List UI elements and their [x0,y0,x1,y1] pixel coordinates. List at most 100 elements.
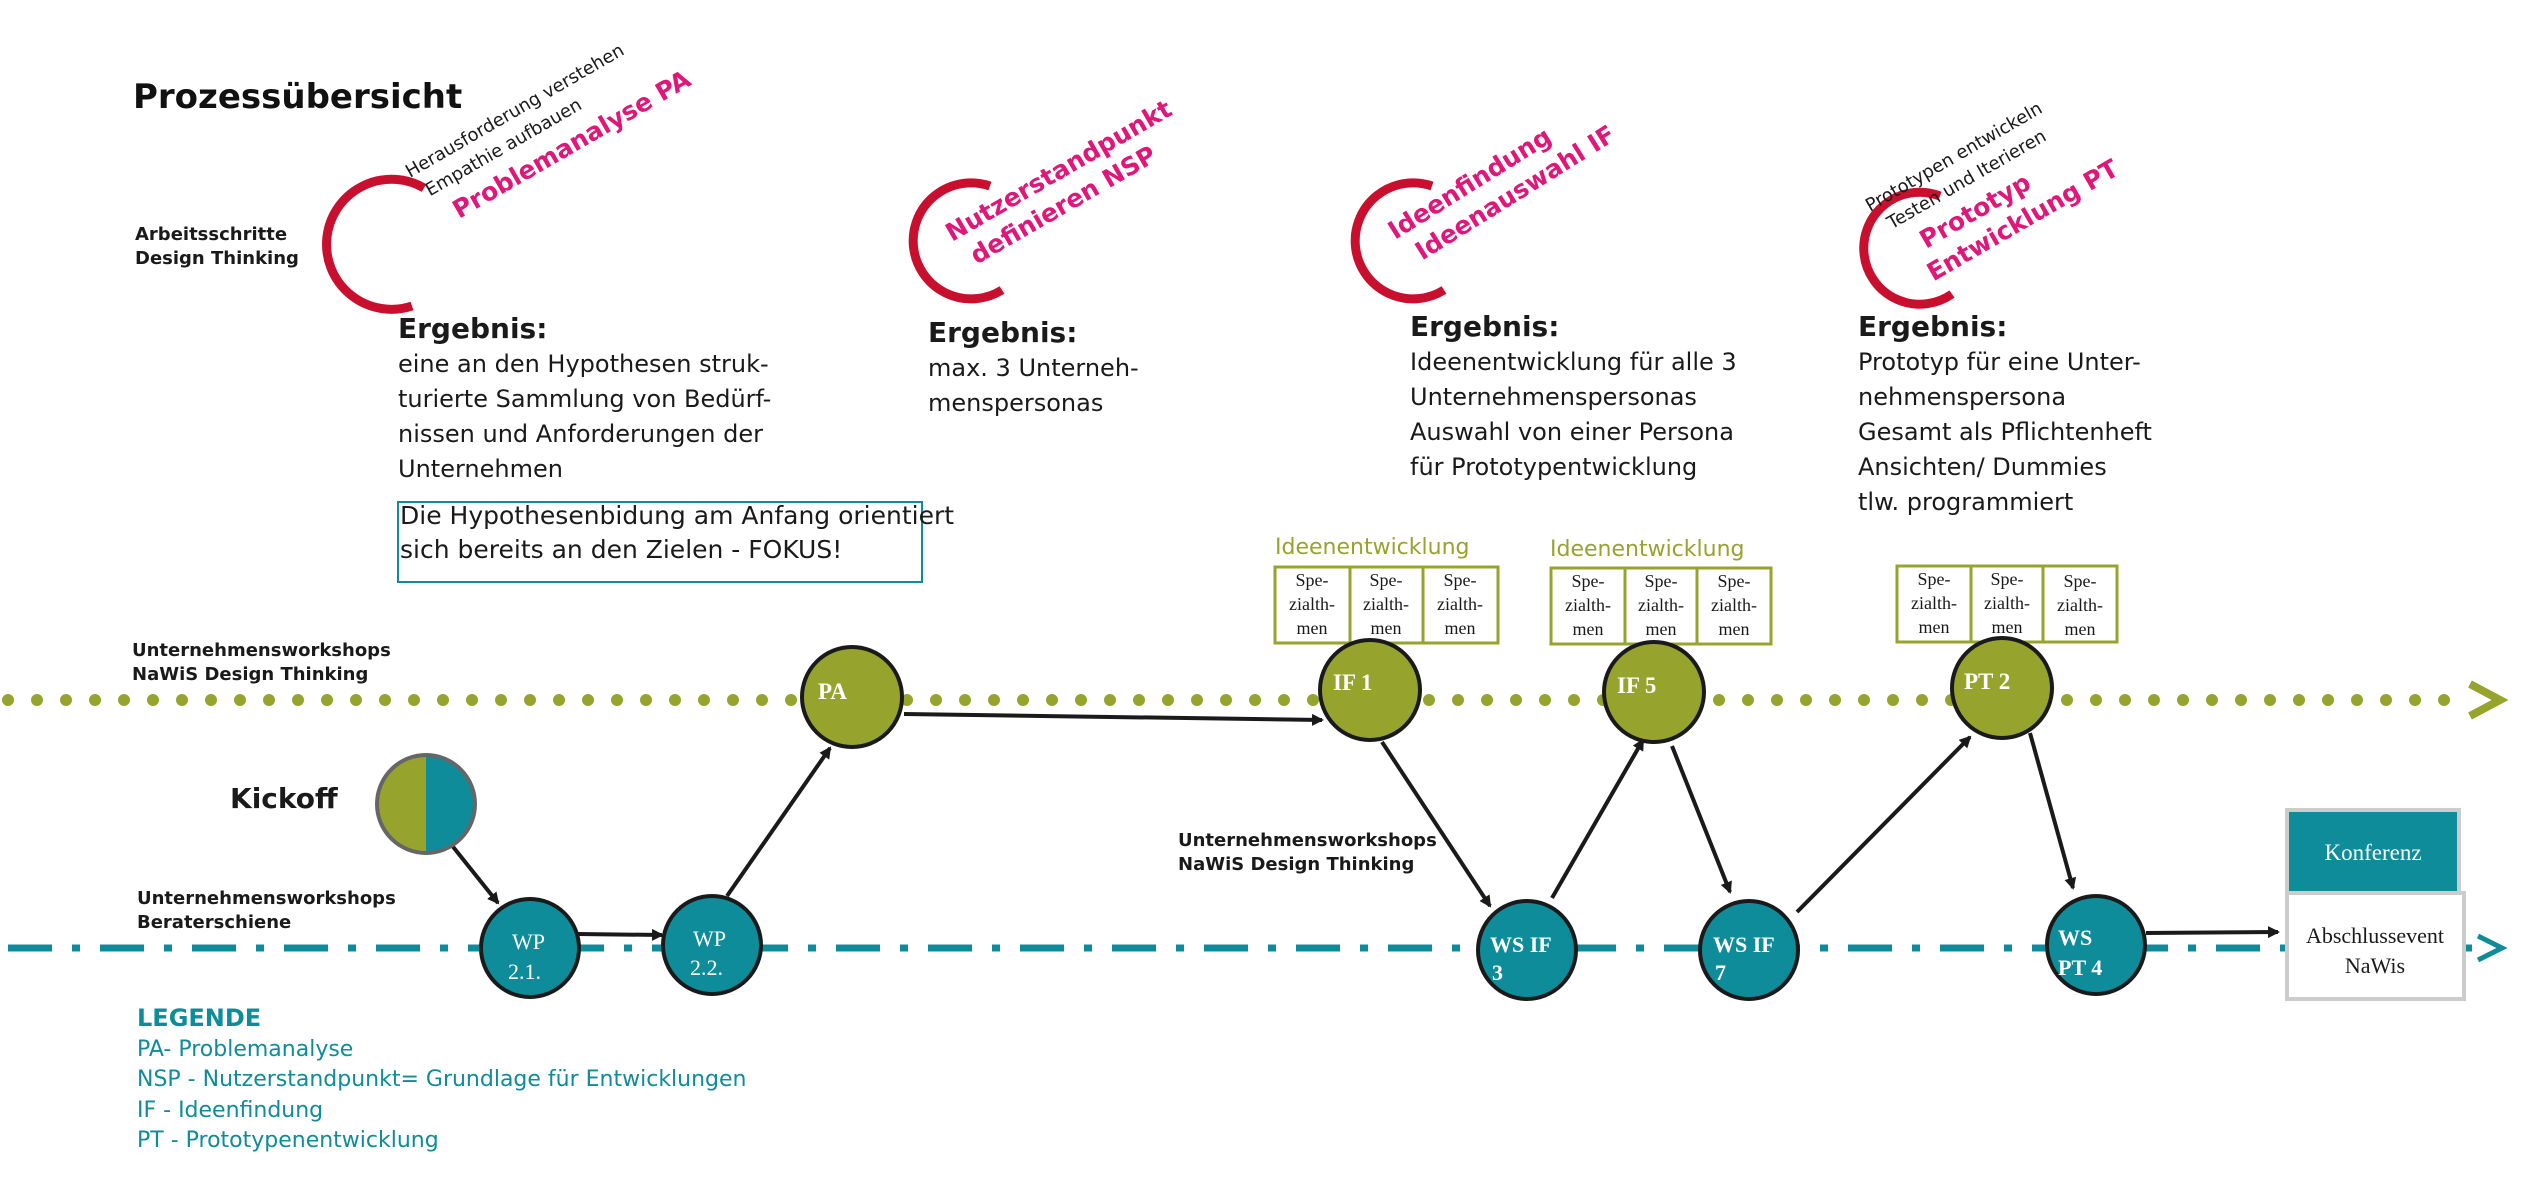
svg-text:zialth-: zialth- [1437,594,1483,614]
lane-label-workshops-mid: Unternehmensworkshops NaWiS Design Think… [1178,830,1437,875]
lane-label-arbeitsschritte: Arbeitsschritte Design Thinking [135,224,299,269]
svg-text:men: men [1719,619,1750,639]
ideas-group-2: Ideenentwicklung Spe- zialth- men Spe- z… [1549,537,1773,646]
phase-ideenfindung: Ideenfindung Ideenauswahl IF Ergebnis: I… [1350,119,1737,481]
legend-item: IF - Ideenfindung [137,1098,323,1123]
svg-text:Arbeitsschritte: Arbeitsschritte [135,224,287,245]
svg-text:Spe-: Spe- [1991,569,2024,589]
node-wp21: WP 2.1. [479,897,581,999]
phase-prototyp: Prototypen entwickeln Testen und Iterier… [1858,98,2152,516]
svg-text:Beraterschiene: Beraterschiene [137,912,291,933]
arrow-kickoff-wp21 [448,841,500,905]
abschlussevent-box: Abschlussevent NaWis [2285,891,2466,1001]
svg-text:men: men [1297,618,1328,638]
phase-arc-pa [322,174,427,314]
svg-text:turierte Sammlung von Bedürf-: turierte Sammlung von Bedürf- [398,385,771,413]
svg-text:menspersonas: menspersonas [928,389,1103,417]
svg-text:men: men [1573,619,1604,639]
legend: LEGENDE PA- Problemanalyse NSP - Nutzers… [137,1004,747,1153]
svg-text:tlw. programmiert: tlw. programmiert [1858,488,2073,516]
svg-text:Ideenentwicklung: Ideenentwicklung [1275,535,1469,560]
svg-text:2.2.: 2.2. [690,955,723,980]
arrow-if1-wsif3 [1380,740,1492,908]
svg-text:Ideenentwicklung: Ideenentwicklung [1550,537,1744,562]
node-wp22: WP 2.2. [661,894,763,996]
svg-text:nehmenspersona: nehmenspersona [1858,383,2066,411]
node-pa: PA [800,645,904,749]
focus-note: Die Hypothesenbidung am Anfang orientier… [397,501,954,583]
svg-text:Unternehmenspersonas: Unternehmenspersonas [1410,383,1697,411]
arrow-if5-wsif7 [1670,745,1732,894]
svg-text:PA: PA [818,679,847,704]
svg-text:WS IF: WS IF [1490,932,1552,957]
svg-text:Ergebnis:: Ergebnis: [398,312,547,345]
svg-text:Gesamt als Pflichtenheft: Gesamt als Pflichtenheft [1858,418,2152,446]
svg-text:für Prototypentwicklung: für Prototypentwicklung [1410,453,1697,481]
svg-text:men: men [1992,617,2023,637]
page-title: Prozessübersicht [133,77,462,117]
svg-text:WS: WS [2058,925,2092,950]
phase-arc-nsp [908,178,1005,304]
svg-text:Spe-: Spe- [1645,571,1678,591]
svg-text:IF 5: IF 5 [1617,673,1656,698]
svg-text:Ergebnis:: Ergebnis: [1858,310,2007,343]
arrow-pa-if1 [903,712,1324,726]
lane-label-workshops-top: Unternehmensworkshops NaWiS Design Think… [132,640,391,685]
svg-text:Prototyp für eine Unter-: Prototyp für eine Unter- [1858,348,2141,376]
arrow-wp21-wp22 [577,928,664,941]
svg-text:Konferenz: Konferenz [2324,840,2421,865]
svg-text:zialth-: zialth- [1911,593,1957,613]
kickoff-half-olive [377,755,426,853]
svg-text:men: men [1919,617,1950,637]
svg-text:PT 4: PT 4 [2058,955,2102,980]
svg-text:Spe-: Spe- [1572,571,1605,591]
node-wsif7: WS IF 7 [1698,899,1800,1001]
svg-text:Unternehmensworkshops: Unternehmensworkshops [1178,830,1437,851]
phase-arc-if [1350,178,1447,304]
svg-text:zialth-: zialth- [2057,595,2103,615]
svg-text:3: 3 [1492,960,1503,985]
svg-text:zialth-: zialth- [1984,593,2030,613]
node-pt2: PT 2 [1950,636,2054,740]
svg-text:Unternehmensworkshops: Unternehmensworkshops [132,640,391,661]
svg-text:eine an den Hypothesen struk-: eine an den Hypothesen struk- [398,350,769,378]
kickoff-half-teal [426,755,475,853]
legend-item: PT - Prototypenentwicklung [137,1128,439,1153]
legend-item: NSP - Nutzerstandpunkt= Grundlage für En… [137,1067,747,1092]
arrow-wsif7-pt2 [1795,735,1972,914]
svg-text:nissen und Anforderungen der: nissen und Anforderungen der [398,420,763,448]
svg-text:max. 3 Unterneh-: max. 3 Unterneh- [928,354,1139,382]
svg-text:Unternehmensworkshops: Unternehmensworkshops [137,888,396,909]
svg-text:zialth-: zialth- [1363,594,1409,614]
svg-text:Spe-: Spe- [1370,570,1403,590]
konferenz-box: Konferenz [2285,808,2461,895]
svg-text:sich bereits an den Zielen - F: sich bereits an den Zielen - FOKUS! [400,535,842,564]
arrow-wsif3-if5 [1550,738,1645,899]
svg-text:NaWiS Design Thinking: NaWiS Design Thinking [1178,854,1414,875]
ideas-group-3: Spe- zialth- men Spe- zialth- men Spe- z… [1895,564,2119,644]
phase-nutzerstandpunkt: Nutzerstandpunkt definieren NSP Ergebnis… [908,94,1177,417]
svg-text:zialth-: zialth- [1711,595,1757,615]
svg-text:Ansichten/ Dummies: Ansichten/ Dummies [1858,453,2107,481]
svg-text:NaWiS Design Thinking: NaWiS Design Thinking [132,664,368,685]
svg-text:Ergebnis:: Ergebnis: [1410,310,1559,343]
arrow-wspt4-abschluss [2145,926,2280,939]
svg-text:zialth-: zialth- [1638,595,1684,615]
svg-text:NaWis: NaWis [2345,953,2405,978]
svg-text:men: men [1445,618,1476,638]
svg-text:men: men [1371,618,1402,638]
node-if1: IF 1 [1318,638,1422,742]
svg-text:PT 2: PT 2 [1964,669,2010,694]
svg-text:Ideenentwicklung für alle 3: Ideenentwicklung für alle 3 [1410,348,1737,376]
svg-text:WP: WP [693,926,726,951]
svg-text:Spe-: Spe- [2064,571,2097,591]
flow-arrows [448,712,2280,941]
svg-text:Ergebnis:: Ergebnis: [928,316,1077,349]
svg-text:men: men [1646,619,1677,639]
arrow-pt2-wspt4 [2028,732,2077,890]
ideas-group-1: Ideenentwicklung Spe- zialth- men Spe- z… [1273,535,1500,645]
phase-arc-pt [1859,187,1955,309]
arrow-wp22-pa [725,746,832,898]
